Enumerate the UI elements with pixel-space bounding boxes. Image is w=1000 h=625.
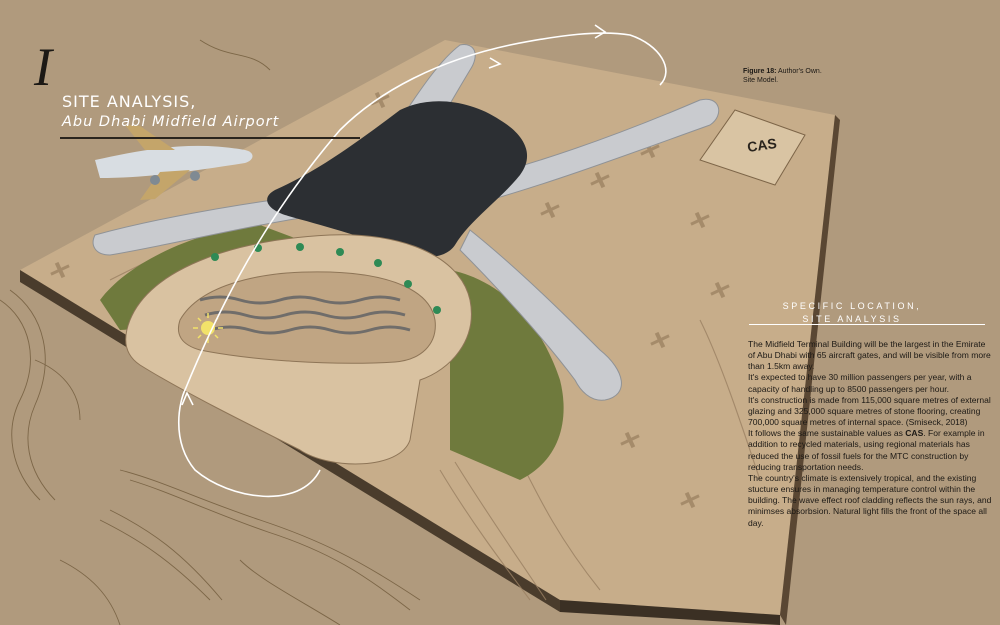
terminal-roof — [267, 101, 528, 257]
paragraph-4-bold: CAS — [905, 428, 924, 439]
paragraph-3: It's construction is made from 115,000 s… — [748, 394, 991, 428]
section-heading-line2: SITE ANALYSIS — [802, 314, 902, 324]
figure-label: Figure 18: — [743, 68, 777, 75]
paragraph-1: The Midfield Terminal Building will be t… — [748, 339, 991, 372]
paragraph-4-end: . For example in addition to recycled ma… — [748, 428, 985, 472]
airplane-illustration — [95, 125, 253, 200]
title-divider — [60, 137, 360, 139]
cas-sign: CAS — [699, 109, 806, 186]
section-heading: SPECIFIC LOCATION, SITE ANALYSIS — [772, 300, 932, 326]
figure-line2: Site Model. — [743, 77, 779, 84]
cas-sign-text: CAS — [746, 135, 778, 155]
paragraph-4-start: It follows the same sustainable values a… — [748, 428, 906, 439]
page-title: SITE ANALYSIS, — [62, 92, 197, 111]
section-numeral: I — [34, 37, 52, 97]
figure-text: Author's Own. — [778, 68, 822, 75]
sun-path-arrow — [177, 24, 667, 498]
section-heading-line1: SPECIFIC LOCATION, — [782, 301, 922, 311]
page-subtitle: Abu Dhabi Midfield Airport — [62, 114, 280, 130]
paragraph-2: It's expected to have 30 million passeng… — [748, 372, 972, 394]
heading-divider — [749, 324, 985, 325]
forecourt — [125, 234, 472, 465]
figure-caption: Figure 18: Author's Own. Site Model. — [743, 67, 822, 85]
body-text: The Midfield Terminal Building will be t… — [748, 339, 992, 529]
paragraph-4: It follows the same sustainable values a… — [748, 428, 992, 473]
paragraph-5: The country's climate is extensively tro… — [748, 472, 992, 528]
